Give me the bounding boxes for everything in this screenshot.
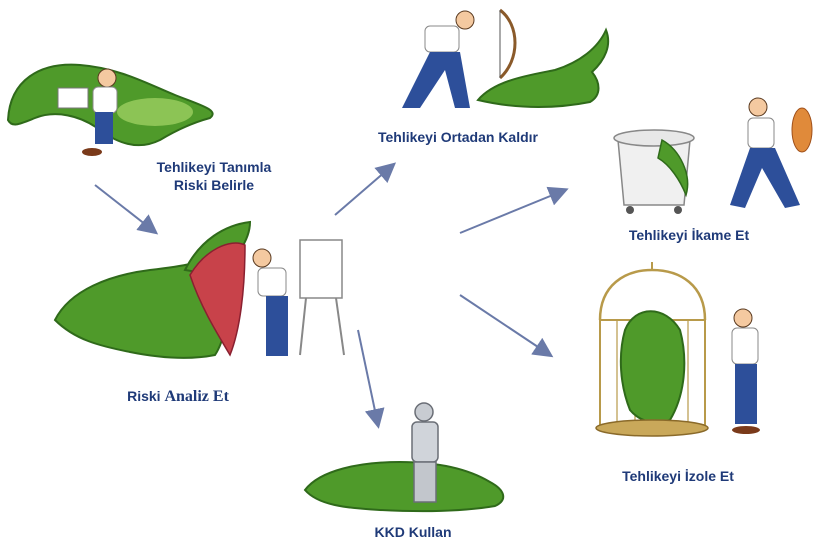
arrow-analyze-to-ppe [358, 330, 378, 425]
arrow-analyze-to-isolate [460, 295, 550, 355]
crocodile-identify-belly [117, 98, 193, 126]
substitute-illustration [614, 98, 812, 214]
knight-legs [414, 462, 436, 502]
man-shirt-identify [93, 87, 117, 113]
man-shirt-eliminate [425, 26, 459, 52]
label-identify: Tehlikeyi Tanımla Riski Belirle [150, 158, 278, 194]
identify-illustration [8, 65, 213, 156]
bin-wheel-right [674, 206, 682, 214]
label-analyze-emphasis: Analiz Et [164, 388, 228, 405]
cat [792, 108, 812, 152]
eliminate-illustration [402, 10, 608, 108]
ppe-illustration [305, 403, 503, 511]
label-eliminate: Tehlikeyi Ortadan Kaldır [372, 128, 544, 146]
analyze-illustration [55, 222, 344, 358]
man-head-identify [98, 69, 116, 87]
label-analyze-prefix: Riski [127, 388, 164, 404]
man-trousers-isolate [735, 364, 757, 424]
crocodile-ppe [305, 462, 503, 511]
bin-wheel-left [626, 206, 634, 214]
book-identify [58, 88, 88, 108]
label-ppe: KKD Kullan [368, 523, 458, 541]
flipchart-leg-right [336, 298, 344, 355]
label-analyze: Riski Analiz Et [113, 387, 243, 406]
man-shirt-substitute [748, 118, 774, 148]
man-head-substitute [749, 98, 767, 116]
label-identify-line1: Tehlikeyi Tanımla [150, 158, 278, 176]
man-head-eliminate [456, 11, 474, 29]
shoe-isolate [732, 426, 760, 434]
man-head-isolate [734, 309, 752, 327]
man-trousers-substitute [730, 148, 800, 208]
flipchart-leg-left [300, 298, 306, 355]
bin-rim [614, 130, 694, 146]
crocodile-eliminate [478, 30, 608, 107]
crocodile-caged [621, 311, 684, 422]
isolate-illustration [596, 262, 760, 436]
man-trousers-analyze [266, 296, 288, 356]
shoe-identify [82, 148, 102, 156]
man-shirt-isolate [732, 328, 758, 364]
label-isolate: Tehlikeyi İzole Et [608, 467, 748, 485]
flipchart [300, 240, 342, 298]
label-identify-line2: Riski Belirle [150, 176, 278, 194]
arrow-identify-to-analyze [95, 185, 155, 232]
knight-body [412, 422, 438, 462]
arrow-analyze-to-substitute [460, 190, 565, 233]
man-trousers-identify [95, 112, 113, 144]
bow [500, 10, 515, 78]
arrow-analyze-to-eliminate [335, 165, 393, 215]
cage-base [596, 420, 708, 436]
label-substitute: Tehlikeyi İkame Et [610, 226, 768, 244]
man-trousers-eliminate [402, 52, 470, 108]
knight-helmet [415, 403, 433, 421]
man-head-analyze [253, 249, 271, 267]
man-shirt-analyze [258, 268, 286, 296]
